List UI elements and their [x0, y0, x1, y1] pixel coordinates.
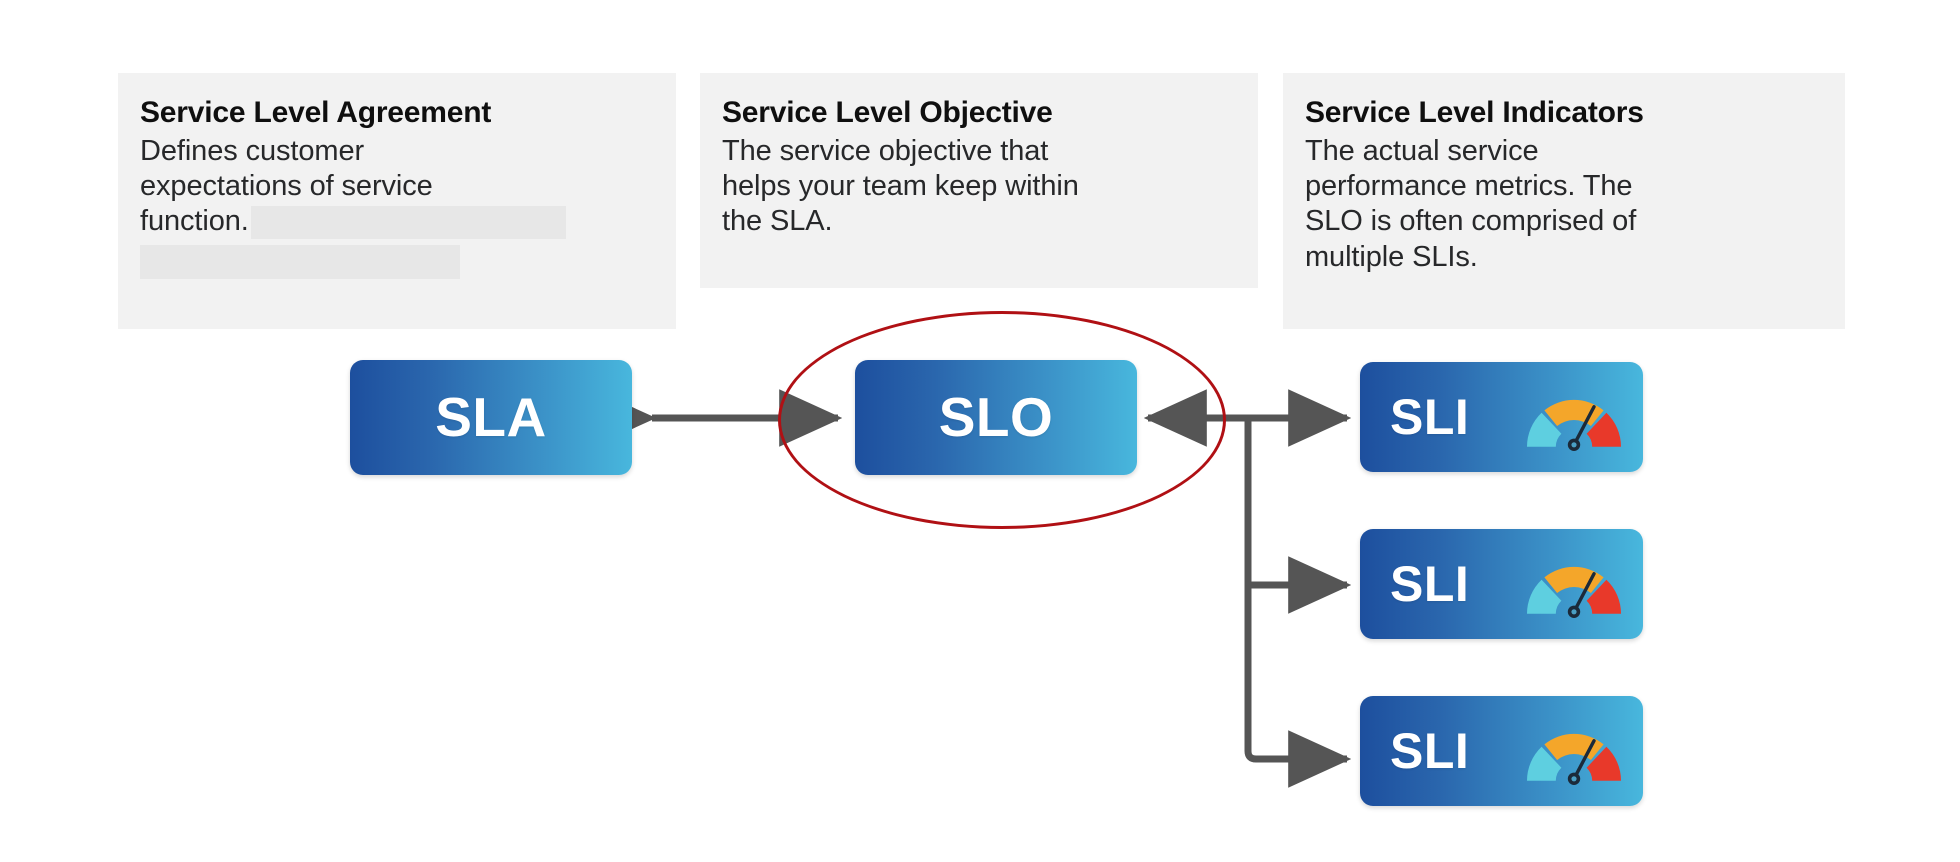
card-body-line: expectations of service: [140, 169, 433, 202]
card-body-line: The actual service: [1305, 134, 1539, 167]
card-title-slo: Service Level Objective: [722, 96, 1053, 129]
card-body-line: helps your team keep within: [722, 169, 1079, 202]
card-body-sli: The actual service performance metrics. …: [1305, 134, 1819, 276]
definition-card-sli: Service Level Indicators The actual serv…: [1283, 73, 1845, 329]
node-label-sla: SLA: [435, 386, 547, 448]
card-title-sli: Service Level Indicators: [1305, 96, 1644, 129]
gauge-icon: [1519, 719, 1629, 789]
gauge-icon: [1519, 552, 1629, 622]
card-body-line: function.: [140, 205, 249, 238]
node-slo[interactable]: SLO: [855, 360, 1137, 475]
node-label-sli-2: SLI: [1390, 556, 1470, 612]
card-title-sla: Service Level Agreement: [140, 96, 492, 129]
node-sli-2[interactable]: SLI: [1360, 529, 1643, 639]
gauge-icon: [1519, 385, 1629, 455]
definition-card-slo: Service Level Objective The service obje…: [700, 73, 1258, 288]
redaction-block: [250, 206, 566, 240]
definition-card-sla: Service Level Agreement Defines customer…: [118, 73, 676, 329]
node-label-sli-3: SLI: [1390, 723, 1470, 779]
node-sli-3[interactable]: SLI: [1360, 696, 1643, 806]
node-sli-1[interactable]: SLI: [1360, 362, 1643, 472]
redaction-block: [140, 244, 460, 279]
node-sla[interactable]: SLA: [350, 360, 632, 475]
connector-trunk: [1244, 418, 1352, 788]
card-body-line: multiple SLIs.: [1305, 240, 1478, 273]
card-body-line: SLO is often comprised of: [1305, 205, 1637, 238]
card-body-sla: Defines customer expectations of service…: [140, 134, 650, 279]
card-body-line: The service objective that: [722, 134, 1049, 167]
node-label-slo: SLO: [938, 386, 1054, 448]
card-body-line: the SLA.: [722, 205, 833, 238]
card-body-line: performance metrics. The: [1305, 169, 1633, 202]
node-label-sli-1: SLI: [1390, 389, 1470, 445]
card-body-line: Defines customer: [140, 134, 365, 167]
card-body-slo: The service objective that helps your te…: [722, 134, 1232, 240]
